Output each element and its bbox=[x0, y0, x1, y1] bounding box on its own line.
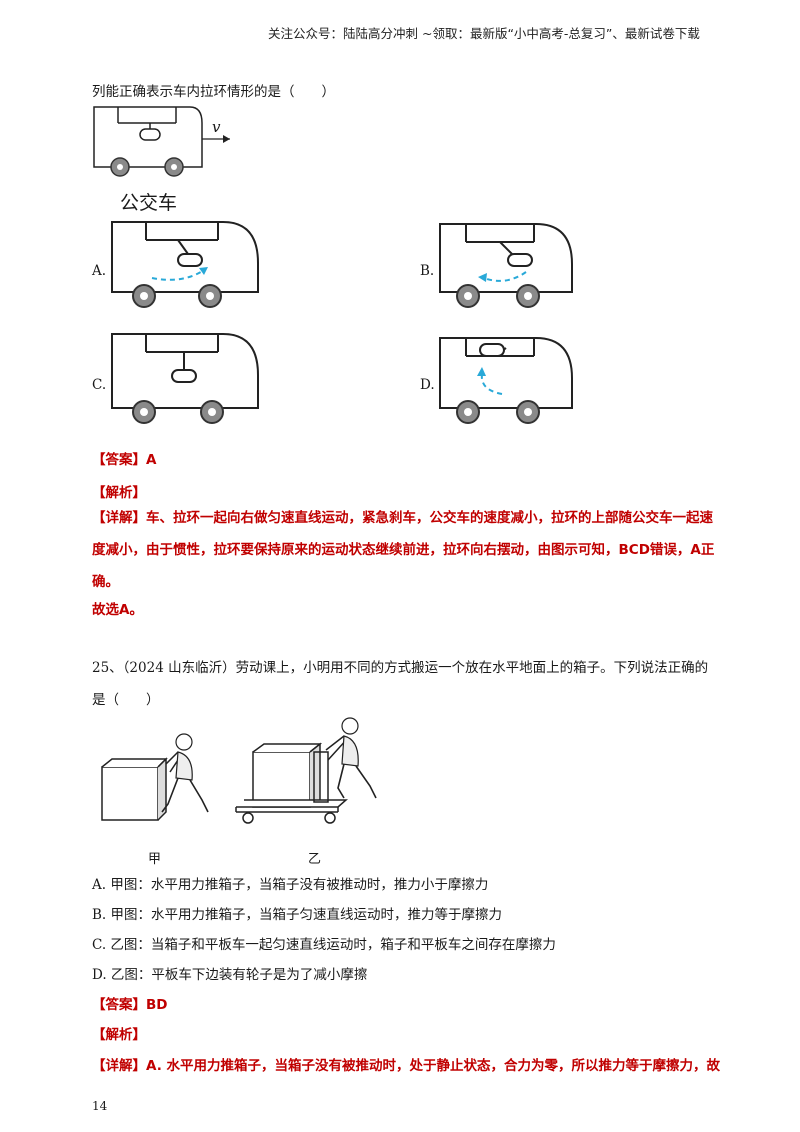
option-b-bus-figure bbox=[439, 223, 573, 308]
figure-label-jia: 甲 bbox=[148, 852, 162, 867]
option-b: B. 甲图：水平用力推箱子，当箱子匀速直线运动时，推力等于摩擦力 bbox=[92, 907, 503, 923]
option-d: D. 乙图：平板车下边装有轮子是为了减小摩擦 bbox=[92, 967, 368, 983]
reference-bus-figure bbox=[93, 106, 230, 177]
option-c-bus-figure bbox=[111, 333, 259, 424]
bus-caption: 公交车 bbox=[120, 192, 178, 214]
pushing-box-figure bbox=[101, 717, 377, 824]
option-a-bus-figure bbox=[111, 221, 259, 308]
option-label-d: D. bbox=[420, 377, 435, 393]
question-25-stem: 25、（2024 山东临沂）劳动课上，小明用不同的方式搬运一个放在水平地面上的箱… bbox=[92, 660, 709, 708]
option-a: A. 甲图：水平用力推箱子，当箱子没有被推动时，推力小于摩擦力 bbox=[92, 877, 489, 893]
answer-value: BD bbox=[146, 997, 168, 1013]
answer-line-25: 【答案】BD bbox=[92, 993, 168, 1013]
analysis-label-25: 【解析】 bbox=[92, 1027, 146, 1043]
detail-paragraph-25: 【详解】A. 水平用力推箱子，当箱子没有被推动时，处于静止状态，合力为零，所以推… bbox=[92, 1058, 721, 1074]
question-stem: 列能正确表示车内拉环情形的是（ ） bbox=[92, 84, 335, 100]
page-header: 关注公众号：陆陆高分冲刺 ~领取：最新版“小中高考-总复习”、最新试卷下载 bbox=[268, 26, 700, 41]
conclusion: 故选A。 bbox=[92, 602, 143, 618]
analysis-label: 【解析】 bbox=[92, 485, 146, 501]
page-number: 14 bbox=[92, 1099, 108, 1113]
answer-label: 【答案】 bbox=[92, 452, 146, 468]
detail-paragraph: 【详解】车、拉环一起向右做匀速直线运动，紧急刹车，公交车的速度减小，拉环的上部随… bbox=[92, 510, 715, 590]
option-d-bus-figure bbox=[439, 337, 573, 424]
option-c: C. 乙图：当箱子和平板车一起匀速直线运动时，箱子和平板车之间存在摩擦力 bbox=[92, 937, 556, 953]
answer-label: 【答案】 bbox=[92, 997, 146, 1013]
velocity-symbol: v bbox=[212, 118, 221, 136]
answer-line: 【答案】A bbox=[92, 448, 156, 468]
answer-value: A bbox=[146, 452, 157, 468]
figure-label-yi: 乙 bbox=[308, 852, 322, 867]
option-label-a: A. bbox=[92, 263, 107, 279]
option-label-b: B. bbox=[420, 263, 435, 279]
option-label-c: C. bbox=[92, 377, 107, 393]
